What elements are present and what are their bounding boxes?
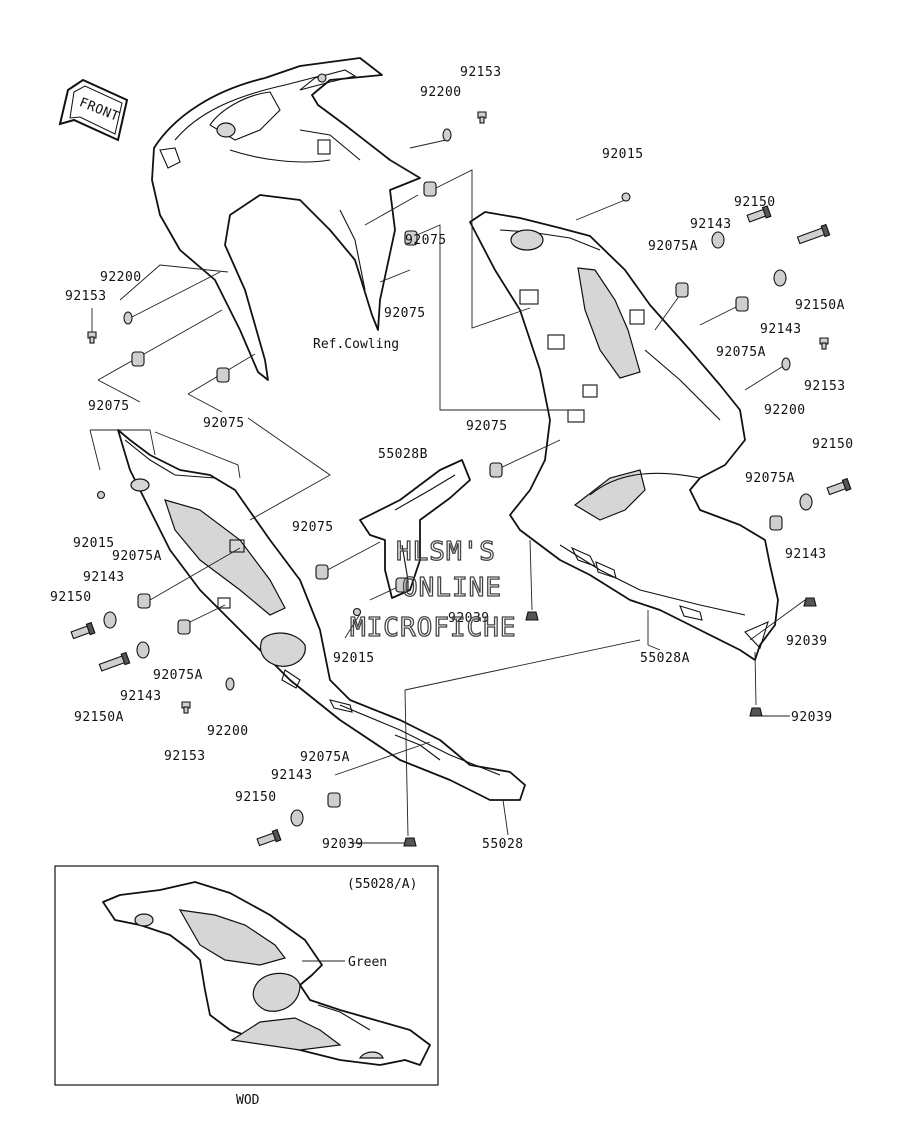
callout-92200-top: 92200 (420, 85, 462, 100)
callout-55028a: 55028A (640, 651, 690, 666)
callout-92075-upper-a: 92075 (405, 233, 447, 248)
callout-92075-mid-left: 92075 (292, 520, 334, 535)
inset-part-ref: (55028/A) (347, 877, 417, 892)
callout-92153-left: 92153 (65, 289, 107, 304)
callout-92075a-right-mid: 92075A (716, 345, 766, 360)
callout-92150-bottom: 92150 (235, 790, 277, 805)
upper-cowling (151, 57, 421, 381)
watermark-line-3: MICROFICHE (350, 613, 517, 643)
watermark-line-1: HLSM'S (396, 537, 496, 567)
callout-92153-top: 92153 (460, 65, 502, 80)
inset-variant-box: (55028/A) Green (54, 865, 439, 1086)
callout-92143-right-top: 92143 (690, 217, 732, 232)
part-callouts: 92153 92200 92015 92150 92143 92075A 920… (50, 65, 854, 852)
callout-92153-right: 92153 (804, 379, 846, 394)
callout-92150-right-mid: 92150 (812, 437, 854, 452)
inset-frame (54, 865, 439, 1086)
callout-92075a-left-a: 92075A (112, 549, 162, 564)
callout-92039-right-b: 92039 (791, 710, 833, 725)
hardware (70, 111, 852, 847)
front-arrow-badge: FRONT (58, 78, 129, 142)
ref-cowling-note: Ref.Cowling (313, 337, 399, 352)
callout-92150a-left: 92150A (74, 710, 124, 725)
callout-92143-bottom: 92143 (271, 768, 313, 783)
callout-92150-left-a: 92150 (50, 590, 92, 605)
callout-92143-right-low: 92143 (785, 547, 827, 562)
inset-fairing (102, 881, 431, 1066)
callout-92200-left: 92200 (100, 270, 142, 285)
callout-92143-right-mid: 92143 (760, 322, 802, 337)
callout-92039-bottom: 92039 (322, 837, 364, 852)
callout-92150-right-top: 92150 (734, 195, 776, 210)
callout-92075a-right-top: 92075A (648, 239, 698, 254)
callout-92075-left-b: 92075 (203, 416, 245, 431)
inset-color-note: Green (348, 955, 387, 970)
callout-92143-left-a: 92143 (83, 570, 125, 585)
callout-92075-center: 92075 (466, 419, 508, 434)
callout-92015-center: 92015 (333, 651, 375, 666)
callout-92039-right-a: 92039 (786, 634, 828, 649)
callout-92200-right: 92200 (764, 403, 806, 418)
watermark-line-2: ONLINE (402, 573, 502, 603)
callout-92075-upper-b: 92075 (384, 306, 426, 321)
callout-92075a-right-low: 92075A (745, 471, 795, 486)
callout-92039-center: 92039 (448, 611, 490, 626)
callout-92200-bottom: 92200 (207, 724, 249, 739)
callout-92075a-bottom: 92075A (300, 750, 350, 765)
callout-92075-left-a: 92075 (88, 399, 130, 414)
callout-92143-left-b: 92143 (120, 689, 162, 704)
callout-55028: 55028 (482, 837, 524, 852)
leader-lines (89, 139, 806, 844)
callout-55028b: 55028B (378, 447, 428, 462)
lower-fairing-right (469, 211, 779, 661)
bracket-55028b (359, 459, 471, 599)
callout-92015-right: 92015 (602, 147, 644, 162)
callout-92153-bottom: 92153 (164, 749, 206, 764)
callout-92150a-right: 92150A (795, 298, 845, 313)
callout-92015-left: 92015 (73, 536, 115, 551)
callout-92075a-left-b: 92075A (153, 668, 203, 683)
inset-caption: WOD (236, 1093, 260, 1108)
lower-fairing-left (117, 429, 526, 801)
watermark: HLSM'S ONLINE MICROFICHE (349, 536, 517, 643)
